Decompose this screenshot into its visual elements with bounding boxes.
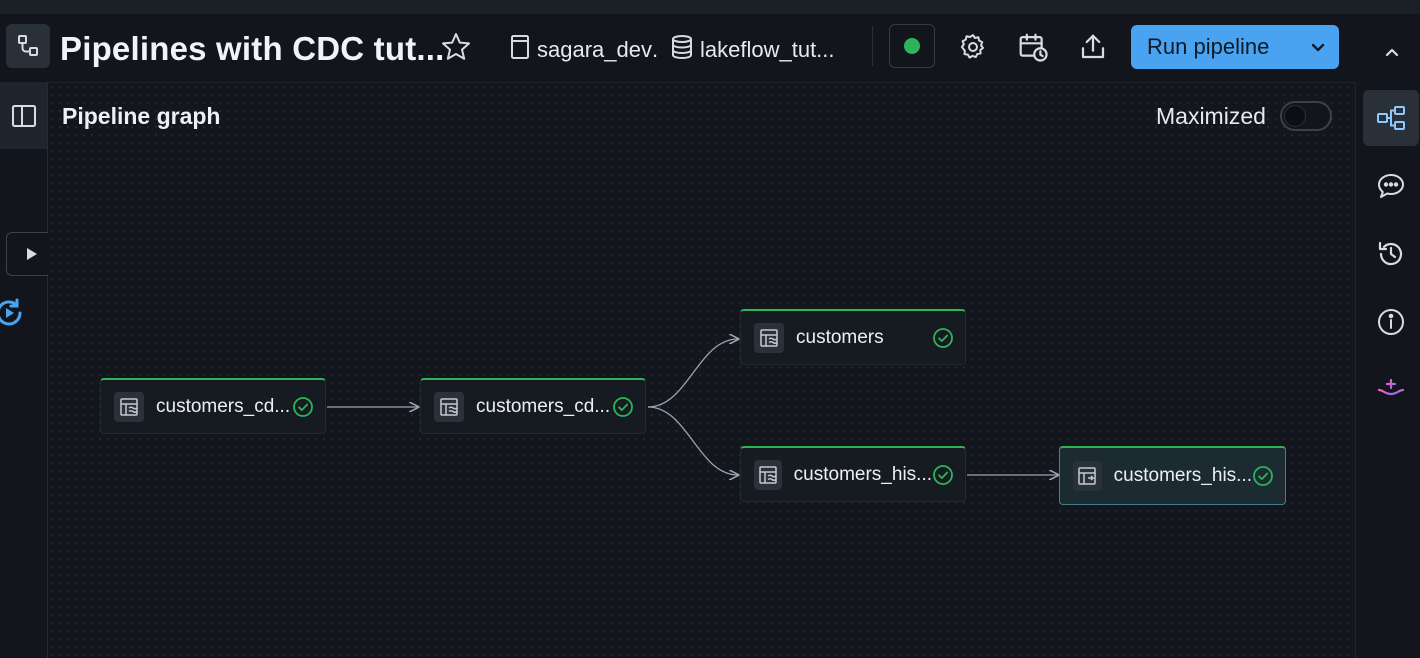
left-rail: [0, 82, 54, 658]
graph-edges: [327, 83, 1355, 658]
status-button[interactable]: [889, 24, 935, 68]
maximized-label: Maximized: [1156, 103, 1266, 129]
maximized-toggle[interactable]: [1280, 101, 1332, 131]
streaming-table-icon: [114, 391, 144, 422]
check-circle-icon: [932, 327, 954, 349]
node-label: customers_cd...: [476, 395, 611, 417]
history-icon[interactable]: [1363, 226, 1419, 282]
node-label: customers_cd...: [156, 395, 291, 417]
node-label: customers_his...: [793, 463, 932, 485]
comment-icon[interactable]: [1363, 158, 1419, 214]
streaming-table-icon: [754, 459, 782, 490]
gear-icon[interactable]: [956, 30, 990, 64]
check-circle-icon: [932, 464, 954, 486]
run-pipeline-button[interactable]: Run pipeline: [1131, 25, 1339, 69]
top-strip: [0, 0, 1420, 14]
breadcrumb-separator: .: [651, 37, 659, 62]
node-label: customers_his...: [1113, 465, 1252, 486]
chevron-down-icon[interactable]: [1297, 38, 1339, 56]
pipeline-graph-canvas[interactable]: Pipeline graph Maximized customers_cd...…: [48, 83, 1355, 658]
status-indicator: [904, 38, 920, 54]
materialized-view-icon: [1073, 461, 1102, 491]
streaming-table-icon: [754, 322, 784, 353]
chevron-up-icon[interactable]: [1375, 37, 1409, 67]
graph-icon[interactable]: [1363, 90, 1419, 146]
edge: [647, 406, 738, 475]
panel-icon[interactable]: [0, 82, 47, 149]
toggle-knob: [1284, 105, 1306, 127]
graph-node[interactable]: customers_cd...: [420, 378, 646, 434]
node-label: customers: [796, 326, 884, 348]
play-icon[interactable]: [6, 232, 54, 276]
notebook-icon: [509, 34, 537, 66]
graph-node[interactable]: customers_his...: [740, 446, 966, 502]
edge: [647, 339, 738, 408]
right-rail: [1355, 82, 1420, 658]
calendar-clock-icon[interactable]: [1016, 30, 1050, 64]
header: Pipelines with CDC tut... sagara_dev . l…: [0, 14, 1355, 83]
graph-title: Pipeline graph: [62, 103, 221, 129]
page-title: Pipelines with CDC tut...: [60, 30, 445, 67]
database-icon: [670, 34, 700, 66]
star-icon[interactable]: [440, 31, 472, 63]
graph-node-selected[interactable]: customers_his...: [1059, 446, 1286, 505]
divider: [872, 26, 873, 66]
refresh-icon[interactable]: [0, 296, 26, 330]
share-icon[interactable]: [1076, 30, 1110, 64]
assistant-icon[interactable]: [1363, 362, 1419, 418]
check-circle-icon: [612, 396, 634, 418]
check-circle-icon: [1252, 465, 1274, 487]
graph-node[interactable]: customers: [740, 309, 966, 365]
catalog-name: sagara_dev: [537, 37, 652, 62]
check-circle-icon: [292, 396, 314, 418]
schema-name: lakeflow_tut...: [700, 37, 835, 62]
pipeline-icon[interactable]: [6, 24, 50, 68]
schema-breadcrumb[interactable]: lakeflow_tut...: [670, 34, 835, 66]
run-pipeline-label: Run pipeline: [1147, 34, 1270, 59]
catalog-breadcrumb[interactable]: sagara_dev .: [509, 34, 658, 66]
streaming-table-icon: [434, 391, 464, 422]
graph-node[interactable]: customers_cd...: [100, 378, 326, 434]
info-icon[interactable]: [1363, 294, 1419, 350]
